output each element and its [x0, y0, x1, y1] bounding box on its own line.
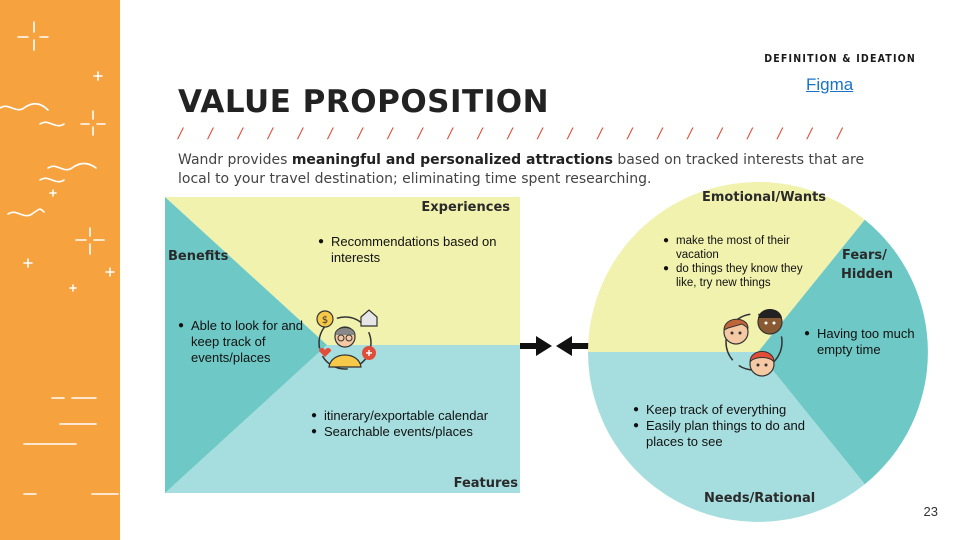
- sidebar-decoration: [0, 21, 119, 495]
- fears-label-line2: Hidden: [841, 267, 894, 282]
- list-item: Recommendations based on interests: [318, 234, 521, 266]
- decorative-sidebar: [0, 0, 120, 540]
- section-label: DEFINITION & IDEATION: [764, 53, 916, 65]
- fit-arrows-icon: [520, 336, 590, 356]
- list-item: do things they know they like, try new t…: [663, 262, 806, 290]
- figma-link[interactable]: Figma: [806, 75, 854, 94]
- svg-text:$: $: [322, 315, 328, 326]
- list-item: Searchable events/places: [311, 424, 529, 440]
- description-text-end: based on tracked interests that are loca…: [178, 152, 865, 187]
- fears-list: Having too much empty time: [803, 326, 937, 358]
- experiences-label: Experiences: [421, 200, 510, 215]
- customer-profile: Emotional/Wants Fears/ Hidden Needs/Rati…: [588, 182, 928, 527]
- value-map: $ Experiences Benefits Features Recommen…: [165, 197, 520, 493]
- customers-icon: [723, 309, 783, 377]
- list-item: make the most of their vacation: [663, 234, 806, 262]
- benefits-list: Able to look for and keep track of event…: [177, 318, 321, 366]
- features-label: Features: [453, 476, 518, 491]
- emotional-label: Emotional/Wants: [702, 190, 827, 205]
- list-item: Having too much empty time: [804, 326, 937, 358]
- page-number: 23: [923, 504, 938, 519]
- list-item: Able to look for and keep track of event…: [178, 318, 321, 366]
- benefits-label: Benefits: [168, 249, 229, 264]
- decorative-slashes: / / / / / / / / / / / / / / / / / / / / …: [178, 126, 853, 142]
- product-icon: $: [316, 309, 378, 370]
- list-item: itinerary/exportable calendar: [311, 408, 529, 424]
- page-title: VALUE PROPOSITION: [178, 84, 550, 120]
- emotional-list: make the most of their vacation do thing…: [662, 234, 806, 290]
- needs-label: Needs/Rational: [704, 491, 816, 506]
- list-item: Keep track of everything: [633, 402, 846, 418]
- experiences-list: Recommendations based on interests: [317, 234, 521, 266]
- fears-label-line1: Fears/: [842, 248, 887, 263]
- needs-list: Keep track of everything Easily plan thi…: [632, 402, 846, 450]
- features-list: itinerary/exportable calendar Searchable…: [310, 408, 529, 440]
- list-item: Easily plan things to do and places to s…: [633, 418, 846, 450]
- description-emphasis: meaningful and personalized attractions: [291, 152, 613, 168]
- description: Wandr provides meaningful and personaliz…: [178, 151, 878, 189]
- description-text: Wandr provides: [178, 152, 292, 168]
